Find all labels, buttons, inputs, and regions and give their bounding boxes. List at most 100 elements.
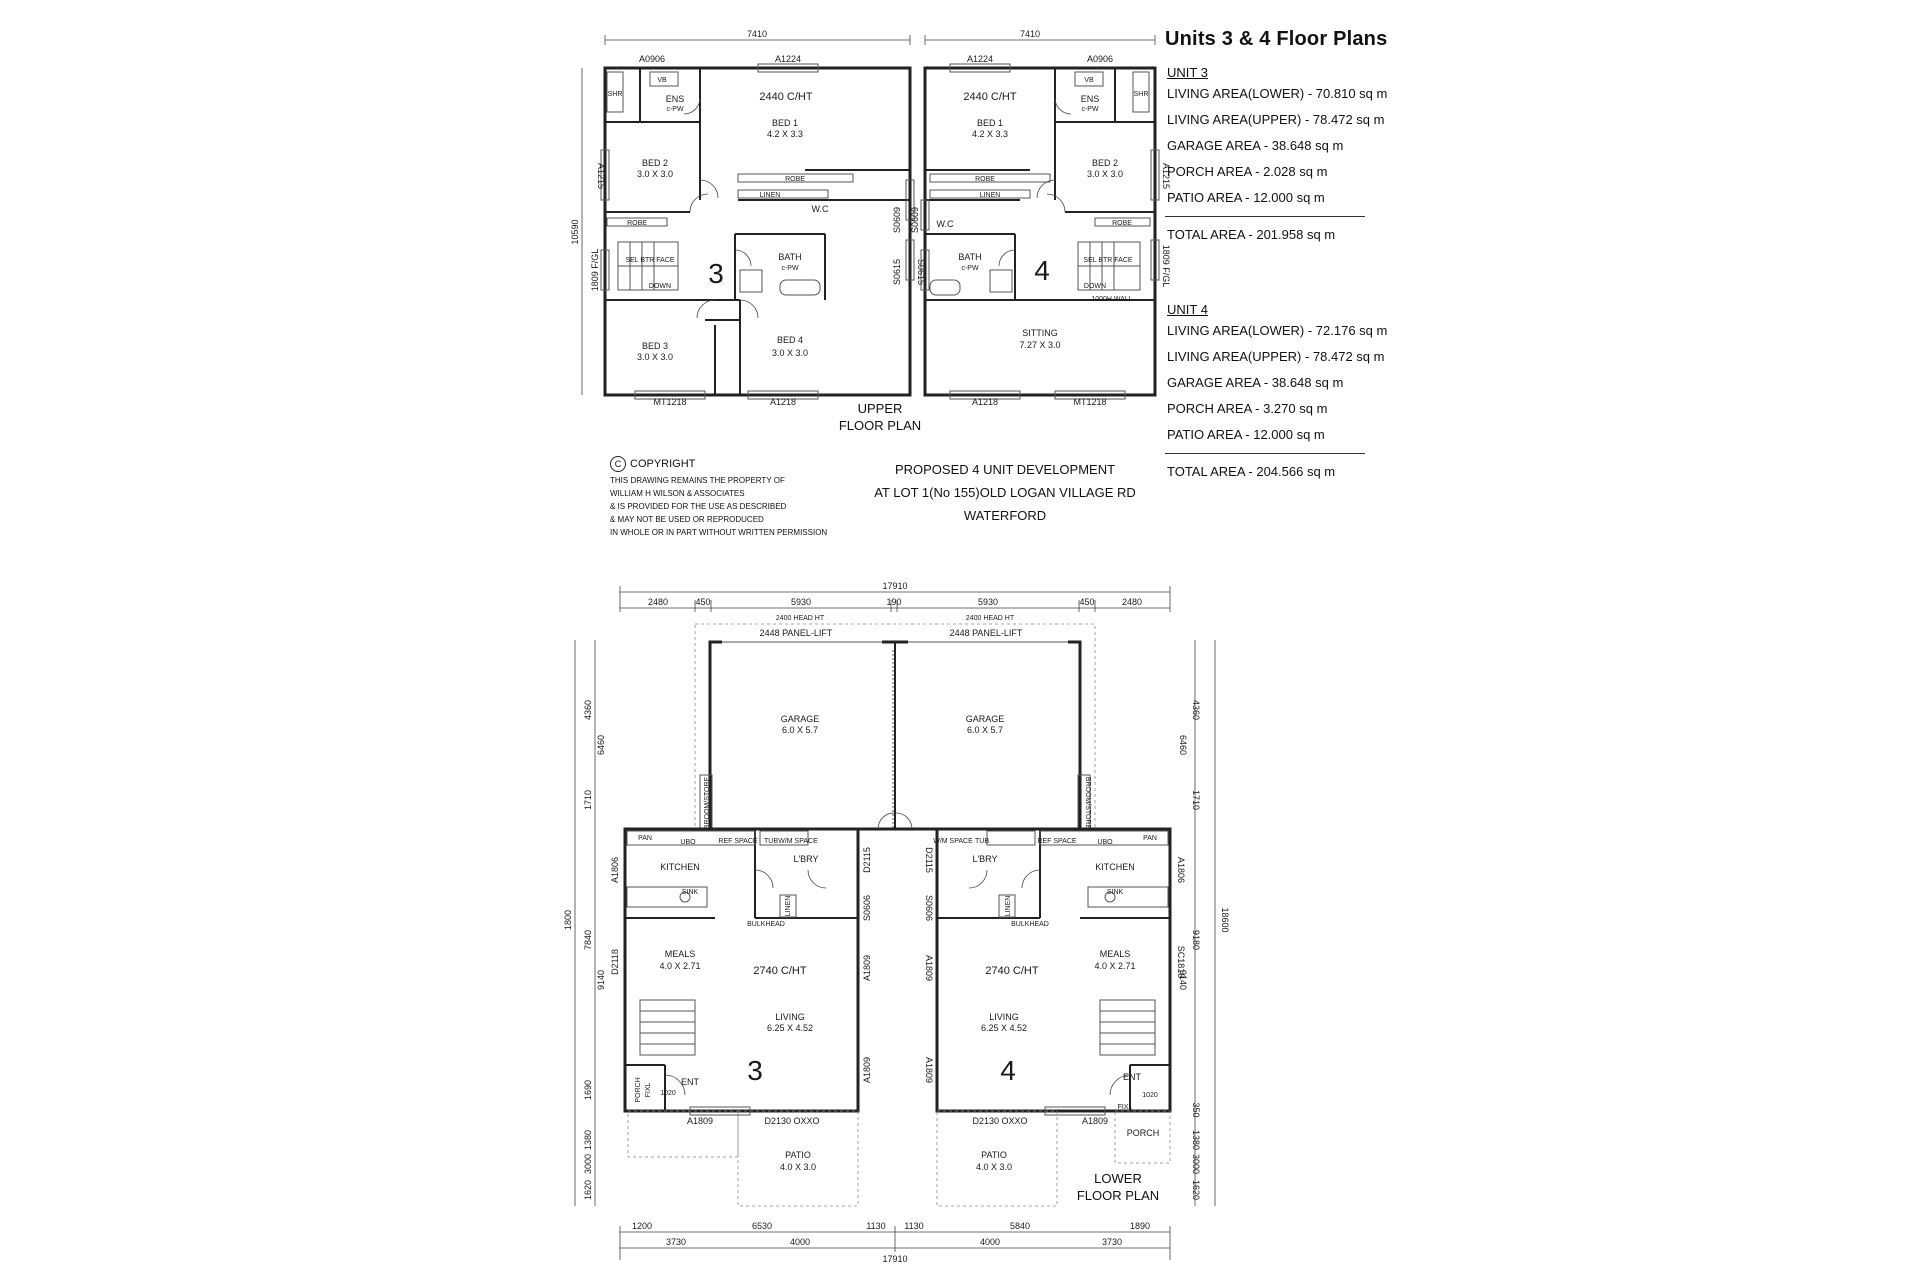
u4-sc1818: SC1818 bbox=[1176, 946, 1186, 979]
u3-upper-width-dim: 7410 bbox=[747, 29, 767, 39]
project-line: PROPOSED 4 UNIT DEVELOPMENT bbox=[894, 462, 1116, 477]
u4-pan: PAN bbox=[1143, 835, 1157, 842]
unit-3-heading: UNIT 3 bbox=[1167, 65, 1208, 80]
u4-kitchen: KITCHEN bbox=[1095, 862, 1135, 872]
garage-head-ht-1: 2400 HEAD HT bbox=[776, 615, 825, 622]
lower-bottom-a-4: 1130 bbox=[904, 1221, 923, 1231]
u3-a1809c: A1809 bbox=[687, 1116, 713, 1126]
lower-bottom-b-4: 3730 bbox=[1102, 1237, 1122, 1247]
copyright-heading-text: COPYRIGHT bbox=[630, 458, 696, 470]
u4-wc-label: W.C bbox=[937, 219, 954, 229]
u4-vb-label: VB bbox=[1084, 77, 1094, 84]
lower-right-dim-10: 1620 bbox=[1191, 1180, 1201, 1200]
u3-tub: TUB bbox=[764, 838, 778, 845]
unit-3-areas: UNIT 3 LIVING AREA(LOWER) - 70.810 sq m … bbox=[1165, 65, 1495, 242]
u4-win-s0609: S0609 bbox=[910, 207, 920, 233]
u3-upper-number: 3 bbox=[708, 258, 724, 289]
u4-linen-label: LINEN bbox=[980, 192, 1001, 199]
garage-3-label: GARAGE bbox=[781, 714, 820, 724]
lower-top-dim-4: 190 bbox=[886, 597, 901, 607]
lower-left-dim-3: 1710 bbox=[583, 790, 593, 810]
u3-stair-label: SEL BTR FACE bbox=[625, 257, 674, 264]
u3-linen: LINEN bbox=[785, 896, 792, 917]
u3-bed4-label: BED 4 bbox=[777, 335, 803, 345]
u3-patio-size: 4.0 X 3.0 bbox=[780, 1162, 816, 1172]
u3-bed4-size: 3.0 X 3.0 bbox=[772, 348, 808, 358]
unit-4-area-line: LIVING AREA(LOWER) - 72.176 sq m bbox=[1167, 323, 1388, 338]
copyright-line: IN WHOLE OR IN PART WITHOUT WRITTEN PERM… bbox=[610, 528, 828, 537]
copyright-line: & MAY NOT BE USED OR REPRODUCED bbox=[610, 515, 764, 524]
u4-ent: ENT bbox=[1123, 1072, 1142, 1082]
u3-s0606: S0606 bbox=[862, 895, 872, 921]
unit-3-area-line: PATIO AREA - 12.000 sq m bbox=[1167, 190, 1325, 205]
u4-cpw-label: c-PW bbox=[1081, 106, 1099, 113]
u3-lower-number: 3 bbox=[747, 1055, 763, 1086]
u3-bed3-label: BED 3 bbox=[642, 341, 668, 351]
u4-s0606: S0606 bbox=[924, 895, 934, 921]
unit-3-area-line: LIVING AREA(LOWER) - 70.810 sq m bbox=[1167, 86, 1388, 101]
u3-robe-label: ROBE bbox=[785, 176, 805, 183]
u4-win-s0615: S0615 bbox=[916, 259, 926, 285]
garage-3-size: 6.0 X 5.7 bbox=[782, 725, 818, 735]
lower-bottom-a-6: 1890 bbox=[1130, 1221, 1150, 1231]
copyright-icon: C bbox=[610, 456, 626, 472]
upper-plan-unit-3: 7410 10590 bbox=[570, 29, 915, 407]
lower-left-dim-1: 4360 bbox=[583, 700, 593, 720]
u4-sitting-label: SITTING bbox=[1022, 328, 1058, 338]
lower-left-dim-8: 1380 bbox=[583, 1130, 593, 1150]
u4-door: D2130 OXXO bbox=[972, 1116, 1027, 1126]
u4-bed2-label: BED 2 bbox=[1092, 158, 1118, 168]
lower-right-dim-7: 350 bbox=[1191, 1102, 1201, 1117]
u3-shr-label: SHR bbox=[608, 91, 623, 98]
area-schedule: Units 3 & 4 Floor Plans UNIT 3 LIVING AR… bbox=[1165, 28, 1495, 479]
u3-bed1-size: 4.2 X 3.3 bbox=[767, 129, 803, 139]
u4-wm: W/M SPACE bbox=[933, 838, 973, 845]
u4-living-label: LIVING bbox=[989, 1012, 1019, 1022]
page-title: Units 3 & 4 Floor Plans bbox=[1165, 28, 1388, 50]
u3-a1809b: A1809 bbox=[862, 1057, 872, 1083]
upper-caption-line-2: FLOOR PLAN bbox=[838, 418, 922, 433]
lower-floor-plan-caption: LOWER FLOOR PLAN bbox=[1068, 1170, 1168, 1204]
lower-left-dim-10: 1620 bbox=[583, 1180, 593, 1200]
lower-left-dim-6: 9140 bbox=[596, 970, 606, 990]
u4-ubo: UBO bbox=[1097, 839, 1113, 846]
unit-4-divider bbox=[1165, 453, 1365, 454]
lower-bottom-a-3: 1130 bbox=[866, 1221, 885, 1231]
u4-bed1-label: BED 1 bbox=[977, 118, 1003, 128]
lower-right-dim-1: 4360 bbox=[1191, 700, 1201, 720]
unit-4-total: TOTAL AREA - 204.566 sq m bbox=[1167, 464, 1336, 479]
u4-lbry: L'BRY bbox=[972, 854, 997, 864]
lower-left-dim-5: 7840 bbox=[583, 930, 593, 950]
u4-a1809b: A1809 bbox=[924, 1057, 934, 1083]
u4-win-fgl: 1809 F/GL bbox=[1161, 245, 1171, 288]
u4-d2115: D2115 bbox=[924, 847, 934, 873]
u3-vb-label: VB bbox=[657, 77, 667, 84]
lower-right-dim-2: 6460 bbox=[1178, 735, 1188, 755]
u3-upper-depth-dim: 10590 bbox=[570, 219, 580, 244]
u4-patio-label: PATIO bbox=[981, 1150, 1007, 1160]
lower-right-dim-9: 3000 bbox=[1191, 1154, 1201, 1174]
u4-a1806: A1806 bbox=[1176, 857, 1186, 883]
u4-tub: TUB bbox=[975, 838, 989, 845]
u3-bulkhead: BULKHEAD bbox=[747, 921, 785, 928]
u3-meals-size: 4.0 X 2.71 bbox=[659, 961, 700, 971]
lower-bottom-a-5: 5840 bbox=[1010, 1221, 1030, 1231]
u3-win-mt1218: MT1218 bbox=[653, 397, 686, 407]
u3-ubo: UBO bbox=[680, 839, 696, 846]
u4-meals-label: MEALS bbox=[1100, 949, 1131, 959]
u3-bed3-size: 3.0 X 3.0 bbox=[637, 352, 673, 362]
u3-win-s0609: S0609 bbox=[892, 207, 902, 233]
u4-living-size: 6.25 X 4.52 bbox=[981, 1023, 1027, 1033]
u4-bulkhead: BULKHEAD bbox=[1011, 921, 1049, 928]
u4-lower-number: 4 bbox=[1000, 1055, 1016, 1086]
u3-living-label: LIVING bbox=[775, 1012, 805, 1022]
copyright-line: WILLIAM H WILSON & ASSOCIATES bbox=[610, 489, 745, 498]
u4-bath-label: BATH bbox=[958, 252, 981, 262]
broom-store-4: BROOM/STORE bbox=[1084, 777, 1091, 830]
u4-ref: REF SPACE bbox=[1037, 838, 1076, 845]
u4-win-a1215: A1215 bbox=[1161, 163, 1171, 189]
u3-wm: W/M SPACE bbox=[778, 838, 818, 845]
unit-4-area-line: PATIO AREA - 12.000 sq m bbox=[1167, 427, 1325, 442]
u3-win-a1224: A1224 bbox=[775, 54, 801, 64]
